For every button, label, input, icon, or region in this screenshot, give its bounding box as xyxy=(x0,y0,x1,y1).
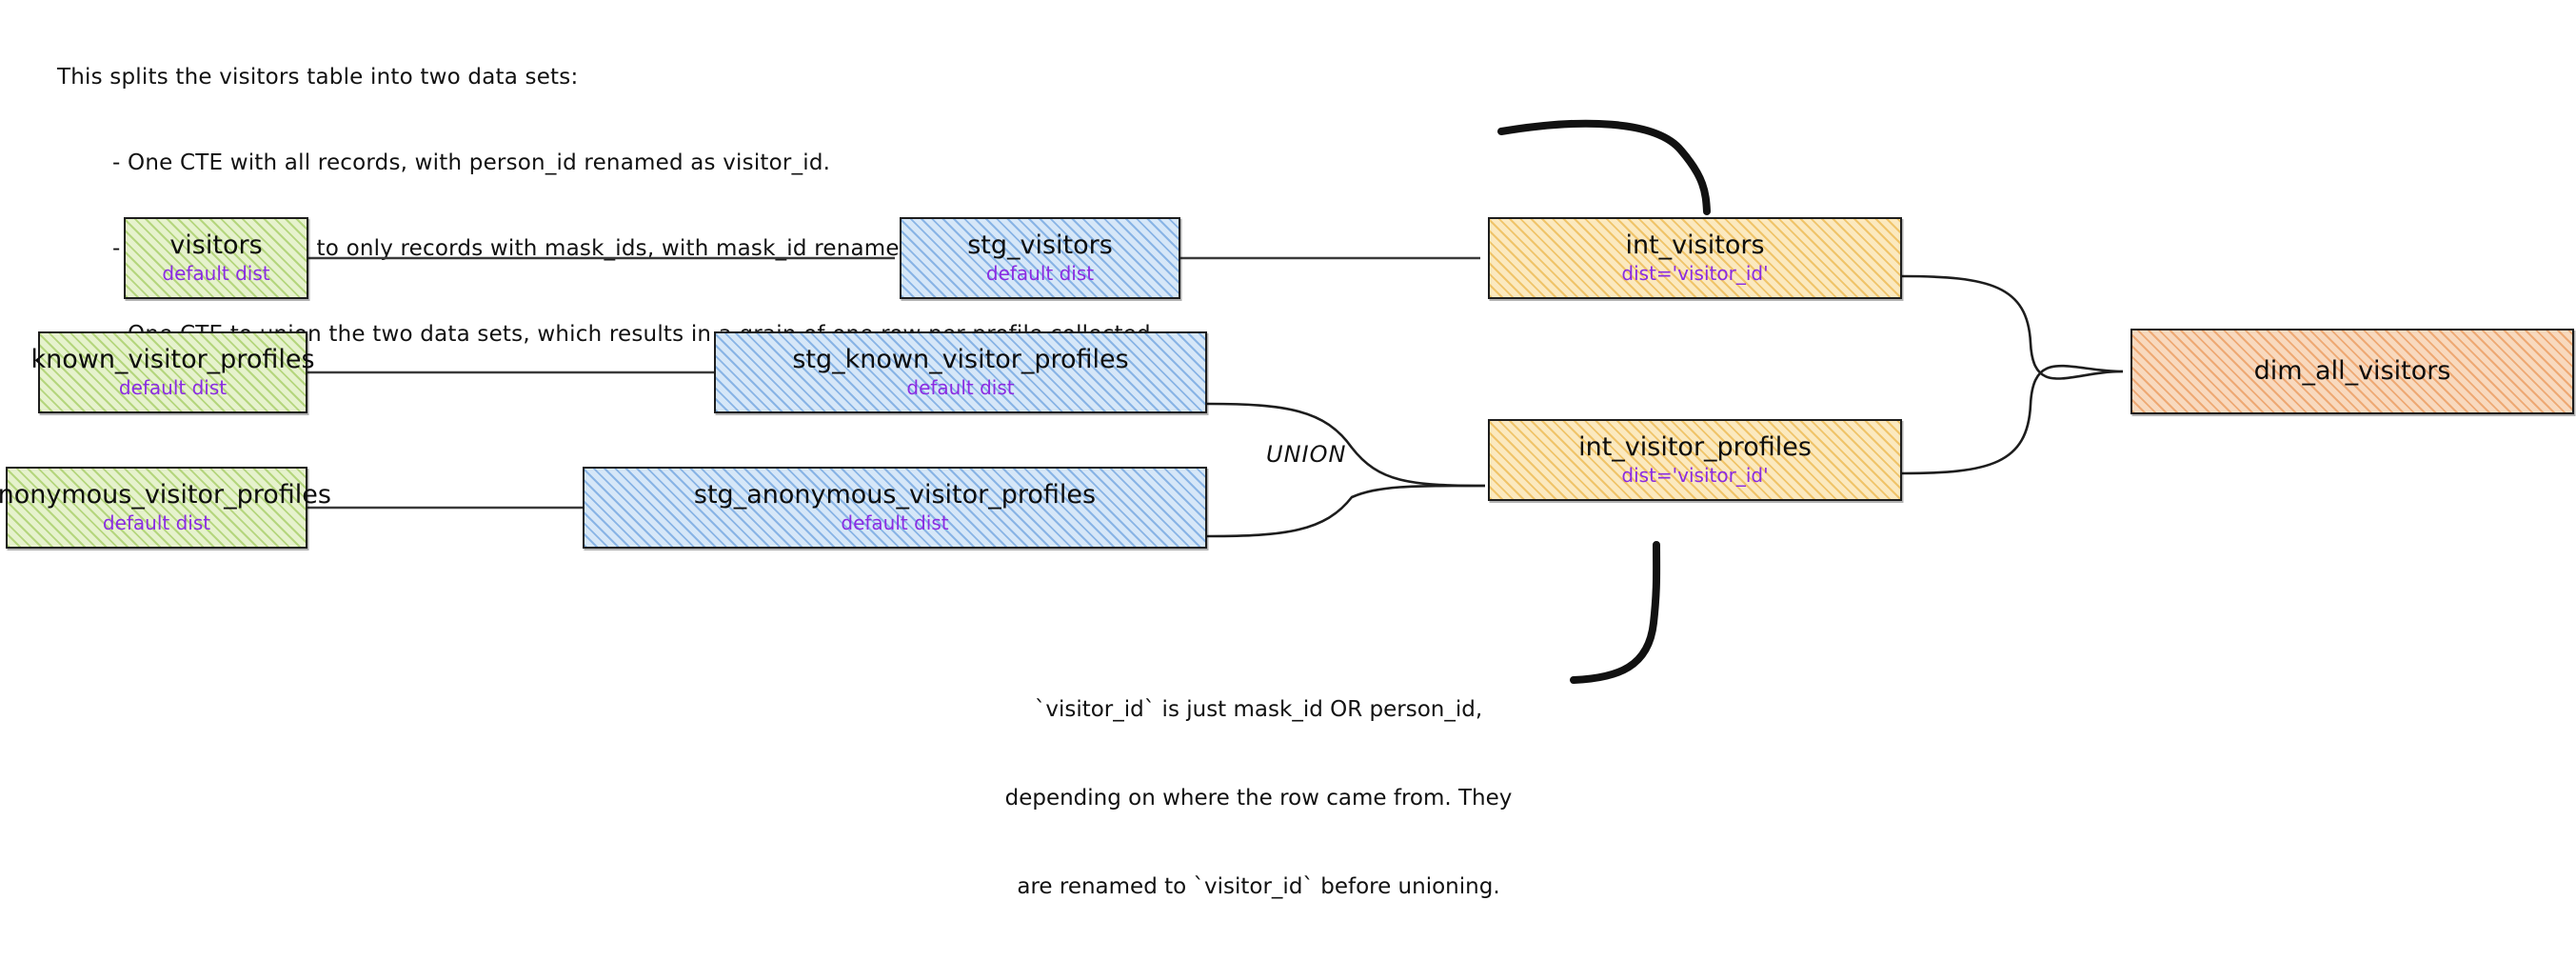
edge-int-visitor-profiles-to-dim-all-visitors xyxy=(1901,364,2124,475)
node-stg-anonymous-visitor-profiles[interactable]: stg_anonymous_visitor_profiles default d… xyxy=(583,467,1207,549)
node-anonymous-visitor-profiles-dist: default dist xyxy=(102,511,211,535)
node-stg-known-visitor-profiles-dist: default dist xyxy=(906,376,1015,400)
node-dim-all-visitors[interactable]: dim_all_visitors xyxy=(2130,329,2574,414)
bottom-annotation-line-3: are renamed to `visitor_id` before union… xyxy=(1017,874,1500,899)
bottom-annotation-line-1: `visitor_id` is just mask_id OR person_i… xyxy=(1034,697,1483,722)
node-int-visitor-profiles-title: int_visitor_profiles xyxy=(1578,431,1812,462)
bottom-annotation-text: `visitor_id` is just mask_id OR person_i… xyxy=(906,636,1611,961)
diagram-canvas: This splits the visitors table into two … xyxy=(0,65,2574,899)
node-stg-visitors-title: stg_visitors xyxy=(967,230,1113,260)
top-annotation-line-2: - One CTE with all records, with person_… xyxy=(112,150,831,175)
edge-label-union: UNION xyxy=(1266,441,1347,468)
top-annotation-line-1: This splits the visitors table into two … xyxy=(57,65,579,90)
node-int-visitors-dist: dist='visitor_id' xyxy=(1621,262,1769,286)
edge-stg-anonymous-to-int-visitor-profiles xyxy=(1206,484,1486,538)
bottom-annotation-line-2: depending on where the row came from. Th… xyxy=(1004,786,1513,811)
node-stg-visitors[interactable]: stg_visitors default dist xyxy=(900,217,1180,299)
node-int-visitors-title: int_visitors xyxy=(1625,230,1765,260)
edge-int-visitors-to-dim-all-visitors xyxy=(1901,274,2124,380)
node-visitors[interactable]: visitors default dist xyxy=(124,217,308,299)
node-visitors-title: visitors xyxy=(169,230,263,260)
node-known-visitor-profiles[interactable]: known_visitor_profiles default dist xyxy=(30,331,315,413)
node-stg-anonymous-visitor-profiles-dist: default dist xyxy=(841,511,949,535)
node-visitors-dist: default dist xyxy=(162,262,270,286)
node-int-visitors[interactable]: int_visitors dist='visitor_id' xyxy=(1488,217,1902,299)
node-int-visitor-profiles-dist: dist='visitor_id' xyxy=(1621,464,1769,488)
node-anonymous-visitor-profiles[interactable]: anonymous_visitor_profiles default dist xyxy=(0,467,331,549)
node-stg-known-visitor-profiles[interactable]: stg_known_visitor_profiles default dist xyxy=(714,331,1207,413)
node-known-visitor-profiles-title: known_visitor_profiles xyxy=(30,344,315,374)
node-known-visitor-profiles-dist: default dist xyxy=(118,376,228,400)
node-anonymous-visitor-profiles-title: anonymous_visitor_profiles xyxy=(0,479,331,510)
node-stg-known-visitor-profiles-title: stg_known_visitor_profiles xyxy=(792,344,1129,374)
node-stg-visitors-dist: default dist xyxy=(985,262,1095,286)
node-int-visitor-profiles[interactable]: int_visitor_profiles dist='visitor_id' xyxy=(1488,419,1902,501)
node-dim-all-visitors-title: dim_all_visitors xyxy=(2253,355,2451,386)
callout-top-note-to-int-visitors xyxy=(1497,119,1711,215)
node-stg-anonymous-visitor-profiles-title: stg_anonymous_visitor_profiles xyxy=(693,479,1097,510)
